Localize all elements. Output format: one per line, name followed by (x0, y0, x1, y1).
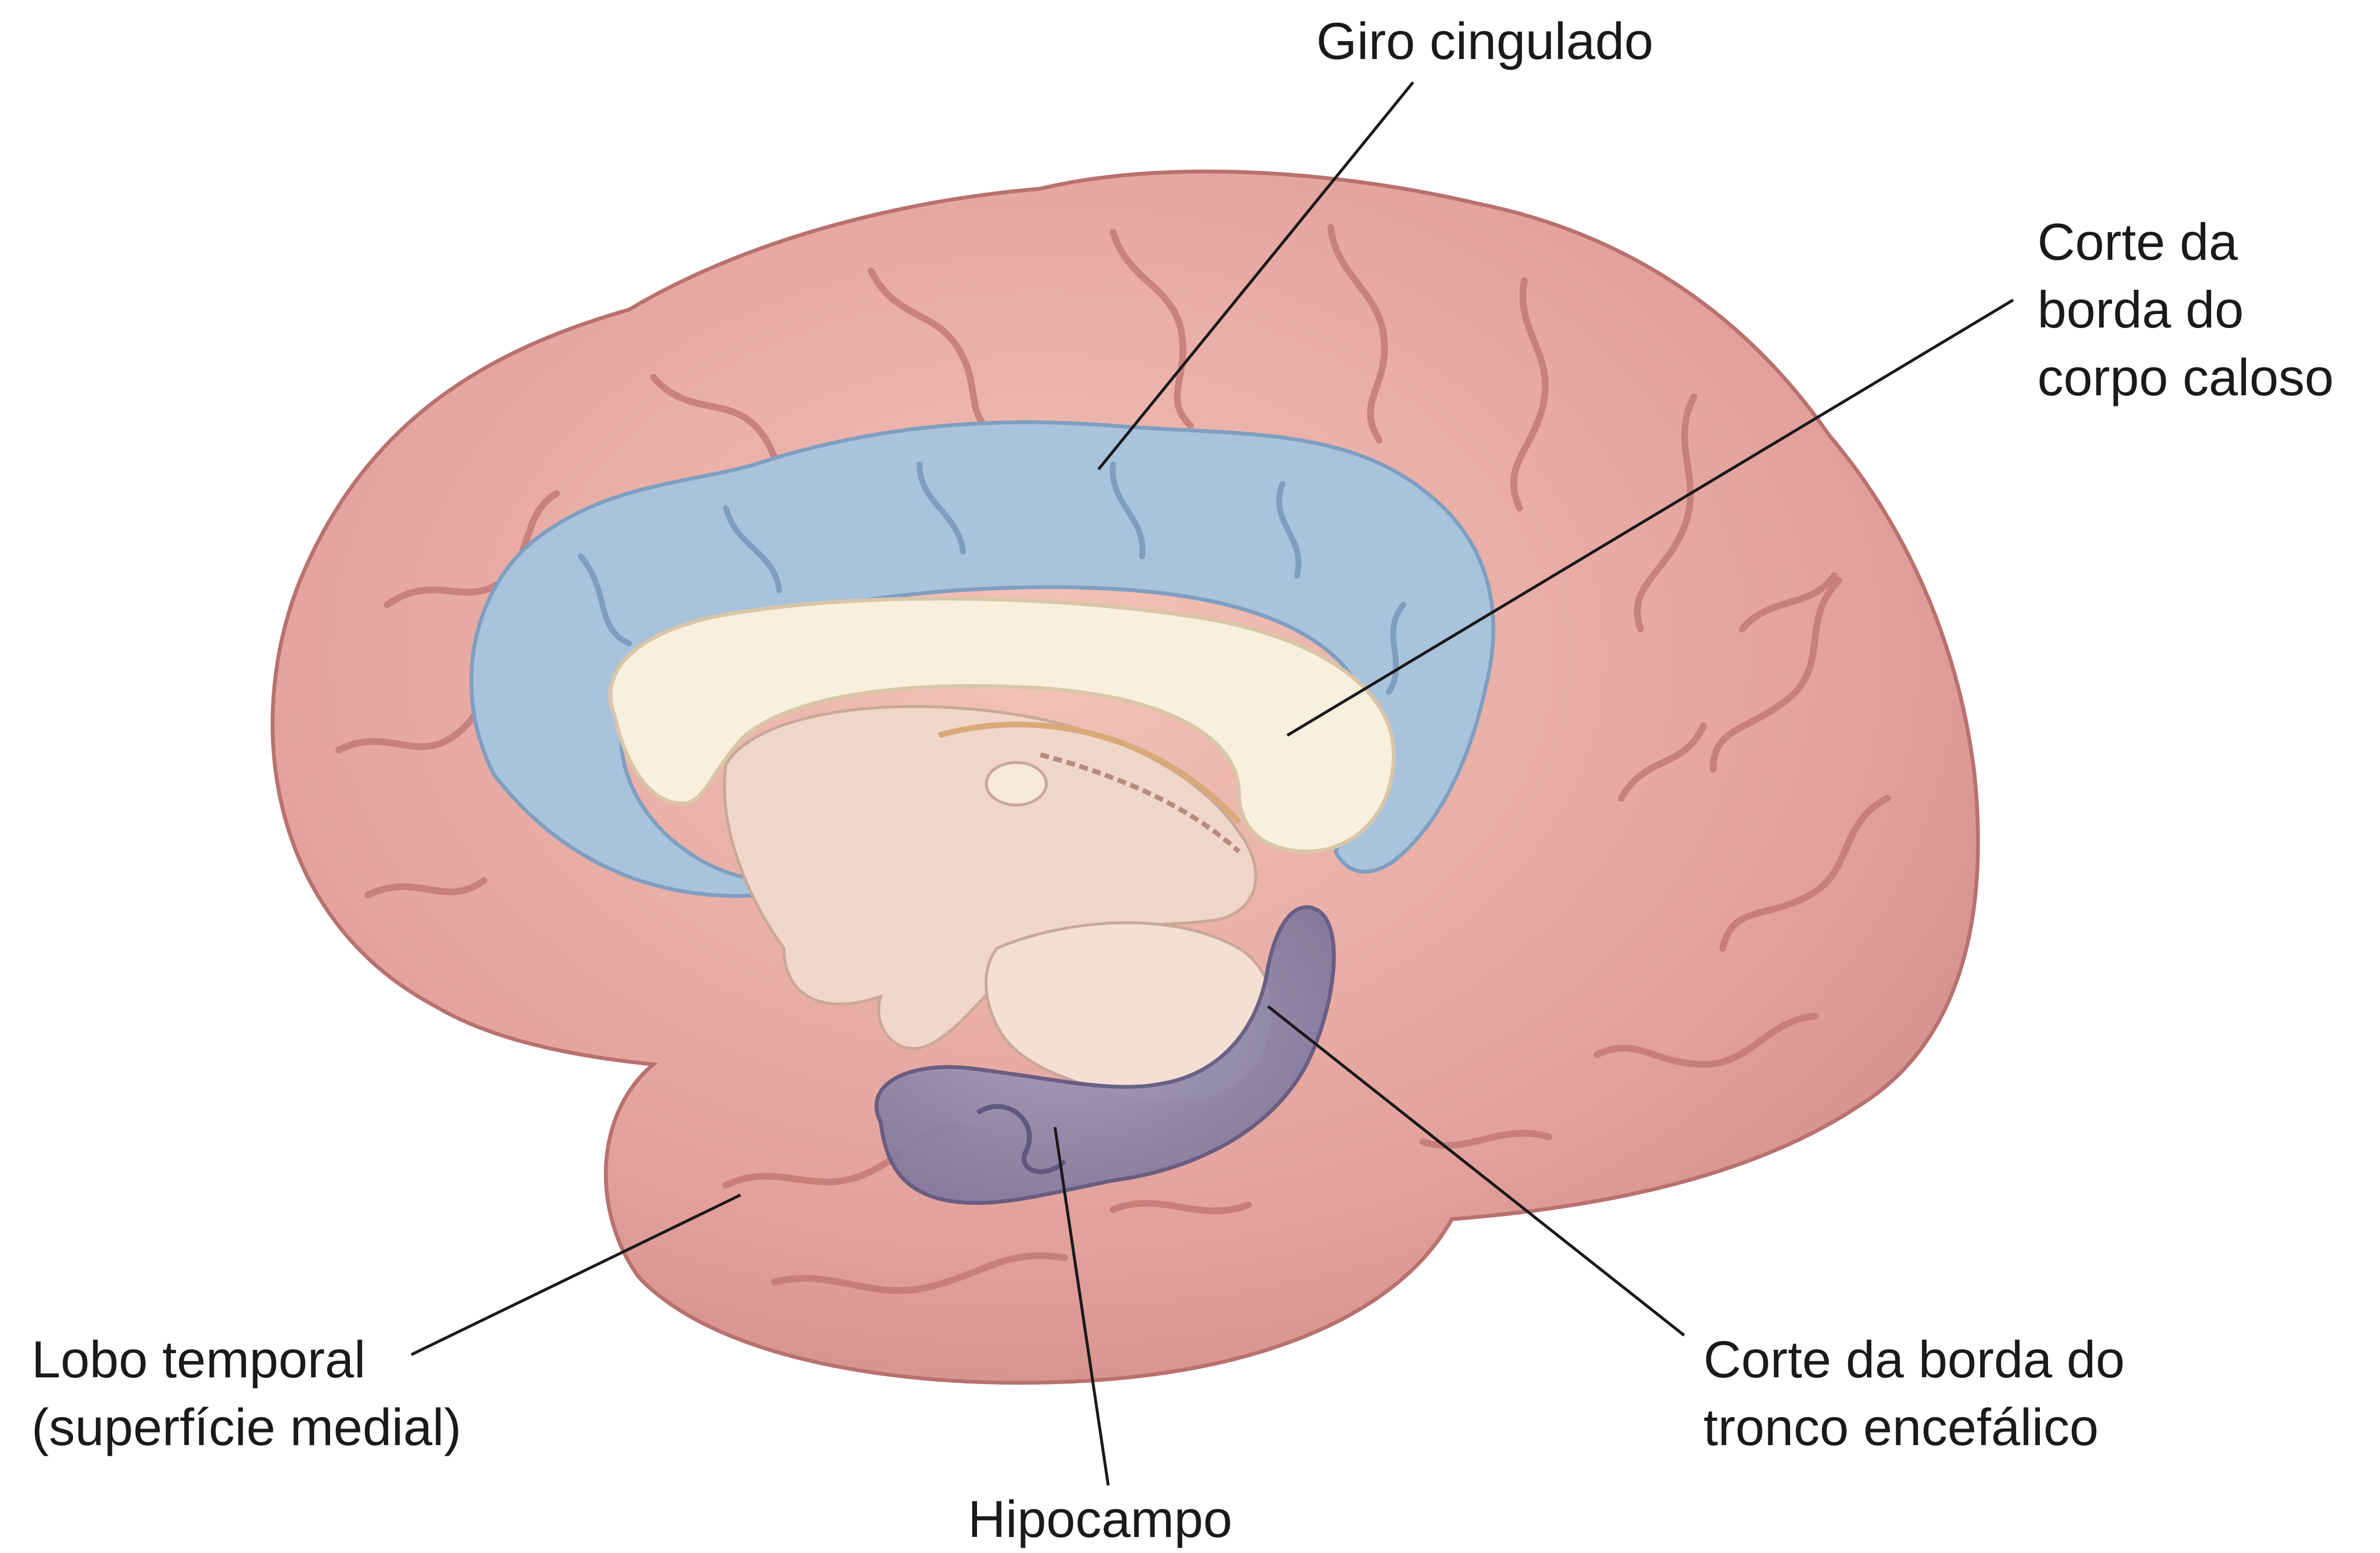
label-corte-tronco: Corte da borda do tronco encefálico (1703, 1326, 2125, 1461)
label-lobo-temporal: Lobo temporal (superfície medial) (31, 1326, 461, 1461)
label-hipocampo: Hipocampo (968, 1485, 1232, 1553)
label-corte-corpo-caloso-line1: Corte da (2037, 208, 2334, 276)
label-lobo-temporal-line2: (superfície medial) (31, 1393, 461, 1461)
label-corte-corpo-caloso-line3: corpo caloso (2037, 343, 2334, 411)
label-corte-tronco-line1: Corte da borda do (1703, 1326, 2125, 1393)
label-corte-corpo-caloso-line2: borda do (2037, 276, 2334, 343)
interthalamic-adhesion (986, 762, 1046, 805)
label-corte-tronco-line2: tronco encefálico (1703, 1393, 2125, 1461)
label-lobo-temporal-line1: Lobo temporal (31, 1326, 461, 1393)
label-giro-cingulado: Giro cingulado (1316, 7, 1653, 75)
label-corte-corpo-caloso: Corte da borda do corpo caloso (2037, 208, 2334, 411)
